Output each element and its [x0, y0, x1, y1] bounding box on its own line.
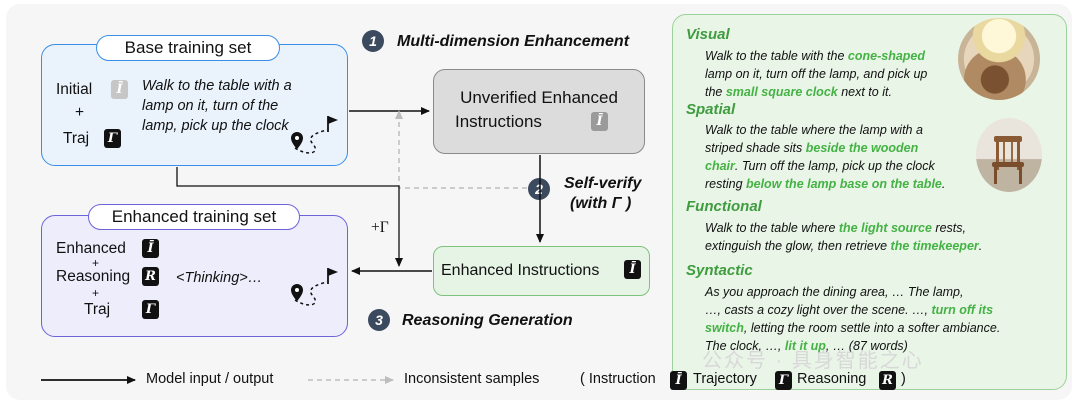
example-text: . [941, 177, 946, 191]
example-text: rests, [931, 221, 966, 235]
syntactic-line: …, casts a cozy light over the scene. …,… [705, 301, 993, 319]
step-3-label: Reasoning Generation [402, 312, 573, 329]
trajectory-path-icon [291, 116, 338, 154]
step-1-marker: 1 [362, 30, 384, 52]
example-text: striped shade sits [705, 141, 806, 155]
spatial-heading: Spatial [686, 101, 736, 118]
legend-key-open: ( Instruction [580, 371, 656, 387]
enhanced-label: Enhanced [56, 240, 126, 257]
instruction-badge: Ī [142, 239, 159, 258]
lamp-table-photo [958, 18, 1040, 100]
legend-model-io-label: Model input / output [146, 371, 274, 387]
example-text: next to it. [837, 85, 892, 99]
example-text: Walk to the table where the lamp with a [705, 123, 923, 137]
highlighted-phrase: small square clock [725, 85, 838, 99]
syntactic-heading: Syntactic [686, 262, 753, 279]
syntactic-line: switch, letting the room settle into a s… [705, 319, 1000, 337]
highlighted-phrase: the light source [838, 221, 932, 235]
syntactic-line: As you approach the dining area, … The l… [705, 283, 963, 301]
enhanced-instructions-box [433, 246, 650, 296]
visual-heading: Visual [686, 26, 730, 43]
plus-sign: + [92, 256, 100, 270]
example-text: resting [705, 177, 746, 191]
enhanced-training-set-title: Enhanced training set [88, 204, 300, 230]
thinking-text: <Thinking>… [176, 270, 263, 286]
reasoning-badge: R [879, 371, 896, 390]
unverified-line-1: Unverified Enhanced [460, 88, 618, 107]
highlighted-phrase: the timekeeper [890, 239, 979, 253]
unverified-instructions-box [433, 69, 645, 154]
highlighted-phrase: beside the wooden [805, 141, 919, 155]
functional-line: extinguish the glow, then retrieve the t… [705, 237, 982, 255]
base-training-set-title: Base training set [96, 35, 280, 61]
reasoning-label: Reasoning [56, 268, 131, 285]
visual-line: the small square clock next to it. [705, 83, 892, 101]
base-instruction-line-2: lamp on it, turn of the [142, 98, 279, 114]
traj-badge: Γ [775, 371, 792, 390]
step-3-marker: 3 [368, 309, 390, 331]
visual-line: Walk to the table with the cone-shaped [705, 47, 925, 65]
highlighted-phrase: lit it up [784, 339, 826, 353]
example-text: Walk to the table with the [705, 49, 848, 63]
functional-heading: Functional [686, 198, 762, 215]
traj-label: Traj [84, 301, 111, 318]
spatial-line: resting below the lamp base on the table… [705, 175, 945, 193]
legend-trajectory-label: Trajectory [693, 371, 757, 387]
watermark: 公众号 · 具身智能之心 [702, 350, 924, 372]
base-instruction-line-3: lamp, pick up the clock [142, 118, 289, 134]
legend-key-close: ) [901, 371, 906, 387]
syntactic-line: The clock, …, lit it up, … (87 words) [705, 337, 908, 355]
step-1-label: Multi-dimension Enhancement [397, 33, 630, 50]
legend-inconsistent-label: Inconsistent samples [404, 371, 540, 387]
plus-sign: + [92, 286, 100, 300]
example-text: , letting the room settle into a softer … [743, 321, 1001, 335]
spatial-line: striped shade sits beside the wooden [705, 139, 918, 157]
plus-gamma-label: +Γ [371, 219, 389, 236]
example-text: Walk to the table where [705, 221, 839, 235]
traj-badge: Γ [142, 300, 159, 319]
traj-badge: Γ [104, 129, 121, 148]
plus-sign: + [75, 104, 85, 121]
spatial-line: chair. Turn off the lamp, pick up the cl… [705, 157, 935, 175]
highlighted-phrase: chair [705, 159, 735, 173]
reasoning-badge: R [142, 267, 159, 286]
enhanced-training-set-box [41, 215, 348, 337]
trajectory-path-icon [291, 268, 338, 306]
base-instruction-line-1: Walk to the table with a [142, 78, 292, 94]
instruction-badge: Ī [624, 260, 641, 279]
highlighted-phrase: below the lamp base on the table [746, 177, 942, 191]
example-text: . [978, 239, 983, 253]
example-text: lamp on it, turn off the lamp, and pick … [705, 67, 928, 81]
step-2-marker: 2 [528, 178, 550, 200]
example-text: …, casts a cozy light over the scene. …, [705, 303, 932, 317]
instruction-badge: Ī [670, 371, 687, 390]
enhanced-instructions-label: Enhanced Instructions [441, 262, 600, 279]
example-text: . Turn off the lamp, pick up the clock [734, 159, 935, 173]
spatial-line: Walk to the table where the lamp with a [705, 121, 923, 139]
functional-line: Walk to the table where the light source… [705, 219, 966, 237]
step-2-label-line-1: Self-verify [564, 175, 642, 192]
unverified-line-2: Instructions [455, 112, 542, 131]
wooden-chair-photo [976, 118, 1042, 192]
example-text: extinguish the glow, then retrieve [705, 239, 891, 253]
example-text: the [705, 85, 726, 99]
highlighted-phrase: switch [705, 321, 744, 335]
step-2-label-line-2: (with Γ ) [570, 195, 632, 212]
example-text: As you approach the dining area, … The l… [705, 285, 964, 299]
instruction-badge-grey: Ī [111, 80, 128, 99]
highlighted-phrase: turn off its [931, 303, 994, 317]
traj-label: Traj [63, 130, 90, 147]
example-text: , … (87 words) [825, 339, 908, 353]
instruction-badge-grey: Ī [591, 112, 608, 131]
example-text: The clock, …, [705, 339, 785, 353]
visual-line: lamp on it, turn off the lamp, and pick … [705, 65, 927, 83]
initial-label: Initial [56, 81, 93, 98]
legend-reasoning-label: Reasoning [797, 371, 867, 387]
highlighted-phrase: cone-shaped [847, 49, 926, 63]
